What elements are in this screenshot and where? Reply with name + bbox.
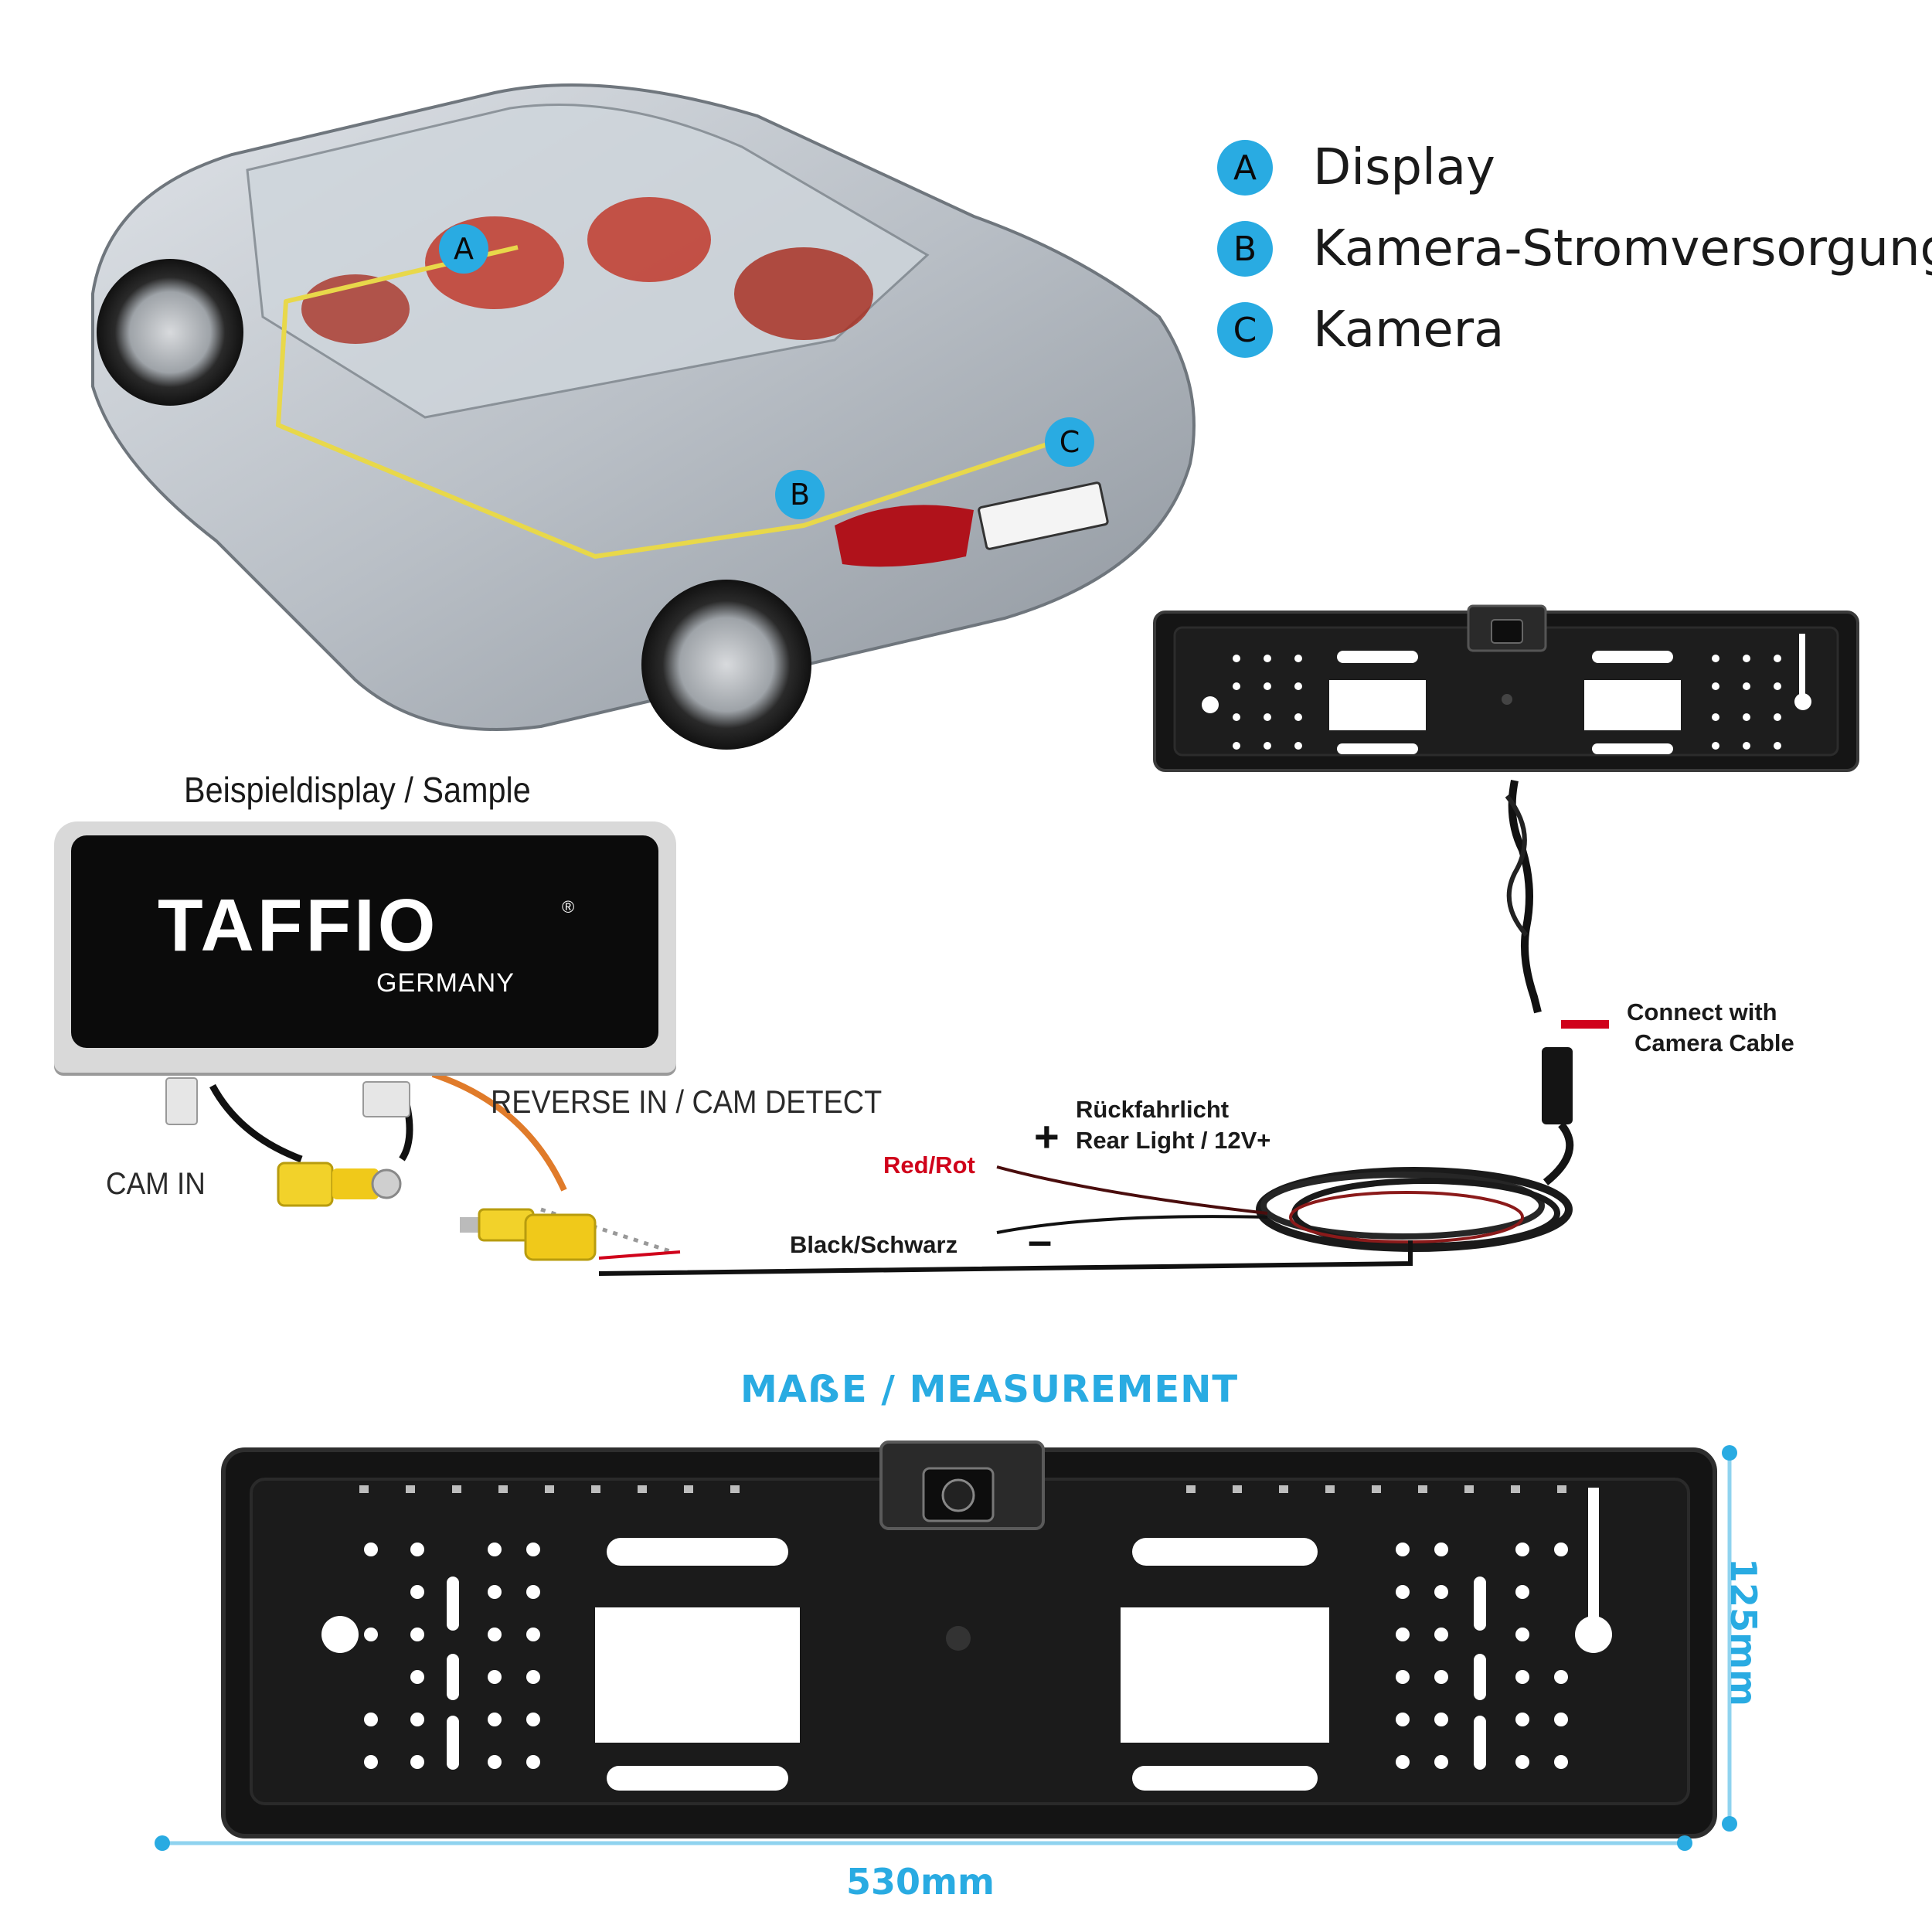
connect-label-line1: Connect with [1627,998,1777,1026]
height-dimension-label: 125mm [1722,1558,1764,1706]
wiring-diagram [165,780,1609,1276]
legend-item-power: B Kamera-Stromversorgung [1217,220,1932,277]
sample-display-unit: TAFFIO ® GERMANY [54,821,676,1073]
legend-label-camera: Kamera [1313,301,1505,359]
plus-sign: + [1034,1112,1060,1161]
car-marker-a: A [439,224,488,274]
license-plate-camera-large [221,1440,1717,1838]
legend-item-camera: C Kamera [1217,301,1504,359]
legend-label-display: Display [1313,139,1495,196]
display-screen: TAFFIO ® GERMANY [71,835,658,1048]
black-wire-label: Black/Schwarz [790,1231,958,1258]
legend-label-power: Kamera-Stromversorgung [1313,220,1932,277]
car-marker-b: B [775,470,825,519]
brand-registered: ® [562,897,575,917]
legend-item-display: A Display [1217,139,1495,196]
car-cutaway-illustration [91,83,1196,750]
display-caption: Beispieldisplay / Sample [184,770,531,810]
license-plate-camera-small [1153,604,1859,772]
legend-badge-a: A [1217,140,1273,196]
connect-label-line2: Camera Cable [1634,1029,1794,1056]
rear-light-label-line2: Rear Light / 12V+ [1076,1127,1271,1154]
car-marker-c: C [1045,417,1094,467]
reverse-in-label: REVERSE IN / CAM DETECT [491,1083,883,1120]
measurement-title: MAẞE / MEASUREMENT [740,1368,1239,1411]
red-wire-label: Red/Rot [883,1151,975,1179]
brand-logo: TAFFIO [158,884,439,967]
rear-light-label-line1: Rückfahrlicht [1076,1096,1230,1123]
legend-badge-b: B [1217,221,1273,277]
dimension-lines [155,1445,1737,1851]
cam-in-label: CAM IN [106,1167,206,1201]
minus-sign: – [1028,1216,1053,1264]
legend-badge-c: C [1217,302,1273,358]
brand-subtitle: GERMANY [376,968,515,998]
width-dimension-label: 530mm [846,1861,995,1903]
